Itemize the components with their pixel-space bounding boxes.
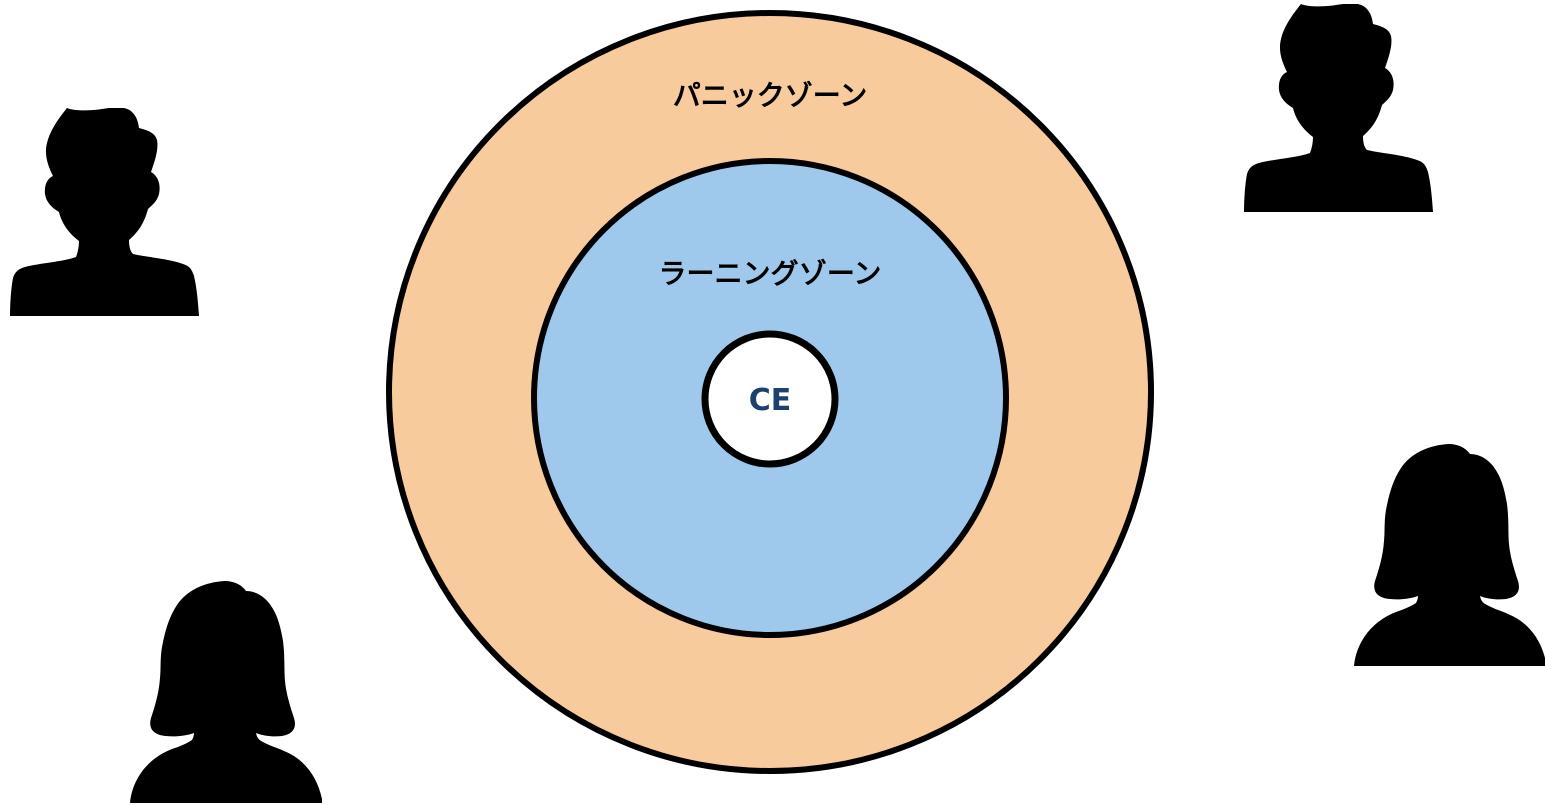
man-silhouette-top-left <box>10 108 199 317</box>
comfort-zone: CE <box>701 330 839 468</box>
man-silhouette-top-right <box>1244 4 1433 212</box>
comfort-zone-ring <box>701 330 839 468</box>
learning-zone-label: ラーニングゾーン <box>659 257 882 290</box>
comfort-zone-label: CE <box>749 383 792 418</box>
panic-zone-label: パニックゾーン <box>673 79 868 112</box>
woman-silhouette-right <box>1354 444 1545 666</box>
woman-silhouette-bottom-left <box>130 581 322 803</box>
